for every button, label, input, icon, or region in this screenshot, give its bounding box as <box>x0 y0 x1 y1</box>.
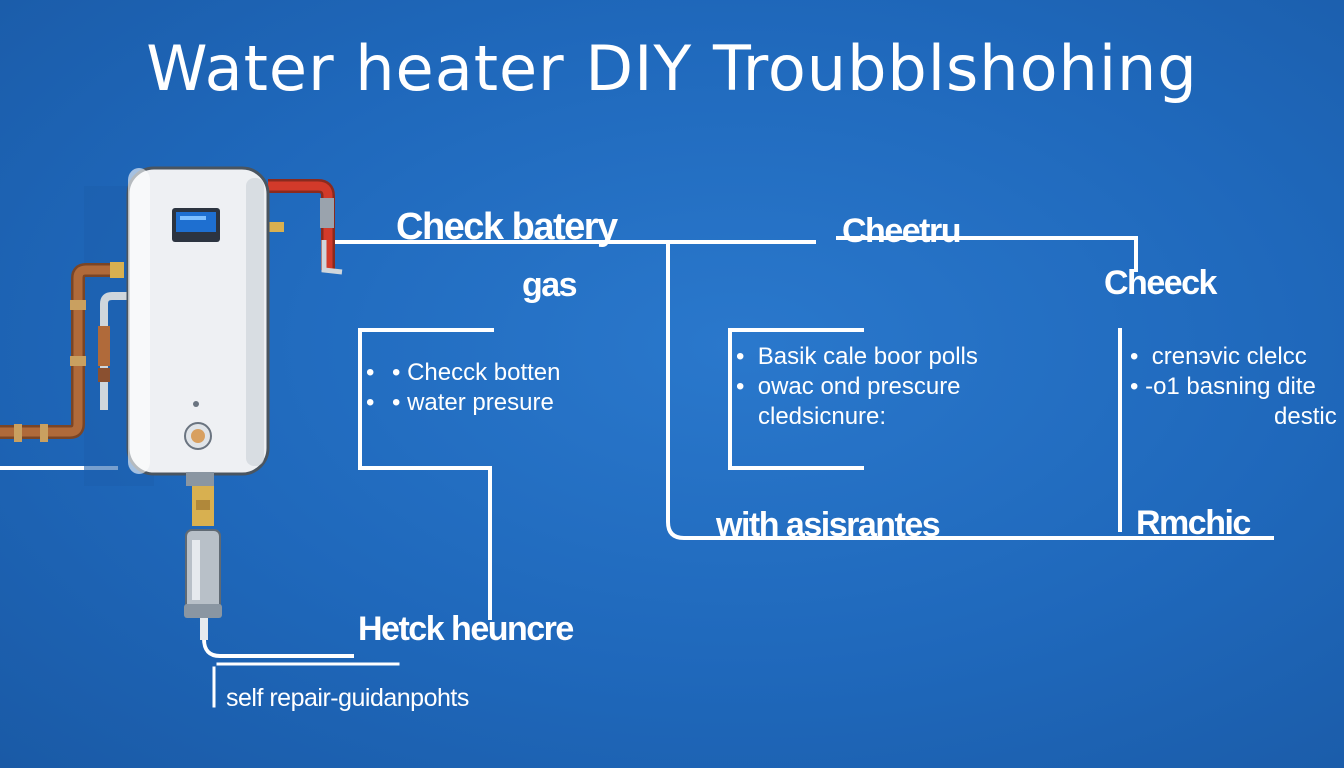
left-list-bracket <box>358 328 494 620</box>
list-item: • owac ond prescure <box>736 373 961 400</box>
list-item: • Basik cale boor polls <box>736 343 978 370</box>
check-heuncre-label: Hetck heuncre <box>358 610 574 648</box>
list-item: •• water presure <box>366 389 554 416</box>
self-repair-label: self repair-guidanpohts <box>226 684 469 712</box>
bottom-pipe-line <box>201 637 354 658</box>
diagram-title: Water heater DIY Troubblshohing <box>146 32 1198 105</box>
check-battery-label: Check batery <box>396 206 618 248</box>
list-item: •• Checck botten <box>366 359 561 386</box>
valve-icon <box>184 472 222 640</box>
list-item: cledsicnure: <box>758 403 887 430</box>
cheetru-label: Cheetru <box>842 212 961 250</box>
middle-list-bracket <box>728 328 864 470</box>
display-panel-icon <box>172 208 220 242</box>
check-right-label: Cheeck <box>1104 264 1217 302</box>
right-checklist: • crenэvic clelcc • -o1 basning dite des… <box>1130 342 1337 432</box>
gas-label: gas <box>522 266 578 304</box>
water-heater-icon <box>0 166 343 640</box>
middle-branch-line <box>666 244 1274 540</box>
list-item: • crenэvic clelcc <box>1130 343 1307 370</box>
list-item: • -o1 basning dite <box>1130 373 1316 400</box>
middle-checklist: • Basik cale boor polls • owac ond presc… <box>736 342 978 432</box>
with-assistance-label: with asisrantes <box>716 506 941 544</box>
list-item: destic <box>1274 403 1337 430</box>
left-checklist: •• Checck botten •• water presure <box>366 358 561 418</box>
rmchic-label: Rmchic <box>1136 504 1251 542</box>
pipe-icon <box>0 262 130 442</box>
